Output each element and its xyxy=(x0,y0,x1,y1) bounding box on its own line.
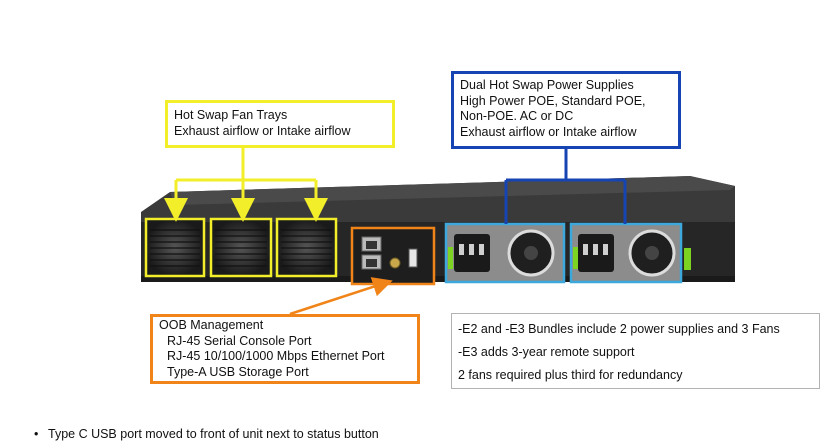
note-line-1: -E2 and -E3 Bundles include 2 power supp… xyxy=(458,322,780,336)
oob-callout-line-3: RJ-45 10/100/1000 Mbps Ethernet Port xyxy=(167,349,385,363)
power-supply-2 xyxy=(569,222,683,284)
fan-callout-line-2: Exhaust airflow or Intake airflow xyxy=(174,123,351,138)
oob-management-callout: OOB Management RJ-45 Serial Console Port… xyxy=(150,314,420,384)
oob-callout-line-2: RJ-45 Serial Console Port xyxy=(167,333,312,348)
psu-callout-connectors xyxy=(504,149,627,224)
footnote: • Type C USB port moved to front of unit … xyxy=(34,427,379,441)
note-line-2: -E3 adds 3-year remote support xyxy=(458,345,635,359)
ground-screw xyxy=(389,257,401,269)
oob-callout-line-1: OOB Management xyxy=(159,318,264,332)
psu-callout-line-1: Dual Hot Swap Power Supplies xyxy=(460,78,634,92)
psu-callout-line-3: Non-POE. AC or DC xyxy=(460,109,574,123)
oob-callout-connector xyxy=(289,277,393,316)
psu-latch xyxy=(684,248,691,270)
bullet-icon: • xyxy=(34,427,39,441)
oob-port-panel xyxy=(350,226,436,286)
fan-tray-3 xyxy=(275,217,338,278)
oob-callout-line-4: Type-A USB Storage Port xyxy=(167,364,309,379)
bundle-notes-box: -E2 and -E3 Bundles include 2 power supp… xyxy=(451,313,820,389)
power-supply-1 xyxy=(444,222,566,284)
fan-trays-callout: Hot Swap Fan Trays Exhaust airflow or In… xyxy=(165,100,395,148)
power-supplies-callout: Dual Hot Swap Power Supplies High Power … xyxy=(451,71,681,149)
fan-tray-2 xyxy=(209,217,273,278)
footnote-text: Type C USB port moved to front of unit n… xyxy=(48,427,379,441)
fan-callout-line-1: Hot Swap Fan Trays xyxy=(174,108,288,122)
psu-callout-line-4: Exhaust airflow or Intake airflow xyxy=(460,124,637,139)
usb-port xyxy=(408,248,418,268)
fan-tray-1 xyxy=(144,217,206,278)
psu-callout-line-2: High Power POE, Standard POE, xyxy=(460,93,646,108)
note-line-3: 2 fans required plus third for redundanc… xyxy=(458,368,683,382)
fan-callout-connectors xyxy=(164,148,328,222)
